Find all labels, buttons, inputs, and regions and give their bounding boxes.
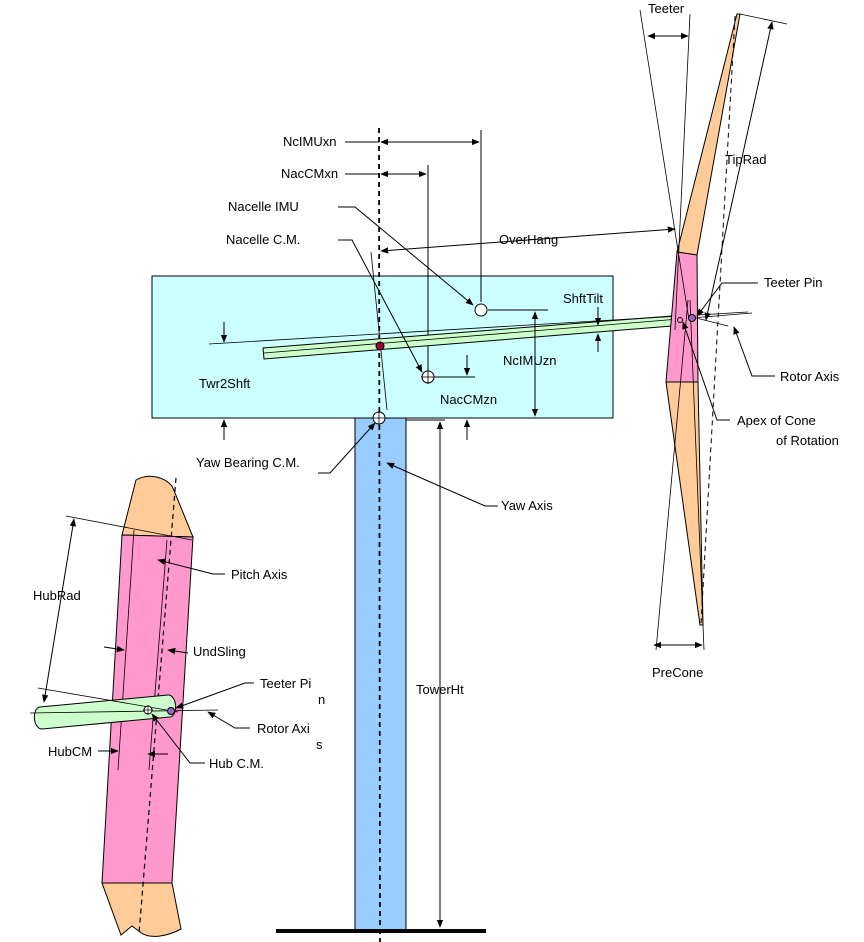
inset-rotor-axis-leader (207, 711, 250, 729)
shaft-axis-line (263, 312, 753, 354)
tiprad-extension (739, 13, 788, 25)
naccmxn-label: NacCMxn (281, 166, 338, 181)
apex-dot (677, 317, 683, 323)
tiprad-dimension (704, 21, 774, 321)
rotor-axis-leader (733, 326, 775, 377)
rotor-axis-label: Rotor Axis (780, 369, 840, 384)
overhang-label: OverHang (499, 232, 558, 247)
inset-teeter-pin-label-b: n (318, 692, 325, 707)
inset-hubrad-extension (65, 515, 193, 541)
naccmzn-label: NacCMzn (440, 392, 497, 407)
nacelle-imu-leader (338, 206, 474, 306)
nacelle-cm-label: Nacelle C.M. (226, 232, 300, 247)
teeter-pin-label: Teeter Pin (764, 275, 823, 290)
pitch-axis-label: Pitch Axis (231, 567, 288, 582)
inset-rotor-axis-label-b: s (316, 737, 323, 752)
apex-leader (682, 321, 730, 421)
rotor-vertical-reference-1 (639, 9, 690, 321)
undsling-arrow-right (167, 647, 189, 655)
overhang-dimension (380, 226, 676, 254)
hub-cm-leader (151, 713, 205, 764)
inset-blade-top (121, 475, 194, 538)
towerht-label: TowerHt (416, 682, 464, 697)
teeter-pin-dot (688, 314, 696, 322)
hubrad-dimension (42, 518, 76, 703)
yaw-axis-leader (386, 462, 498, 507)
teeter-pin-leader (696, 282, 758, 317)
inset-teeter-pin-leader (175, 682, 254, 709)
apex-label-line2: of Rotation (776, 433, 839, 448)
yaw-bearing-cm-label: Yaw Bearing C.M. (196, 455, 300, 470)
inset-rotor-axis-line (29, 709, 219, 714)
inset-teeter-pin-label-a: Teeter Pi (260, 676, 311, 691)
lower-blade (665, 381, 704, 626)
overhang-reference (370, 251, 388, 411)
hub-cm-label: Hub C.M. (209, 756, 264, 771)
ncimuxn-label: NcIMUxn (283, 134, 336, 149)
teeter-label: Teeter (648, 1, 685, 16)
hub-inset (29, 475, 219, 937)
pitch-axis-leader (157, 558, 225, 575)
hubcm-label: HubCM (48, 744, 92, 759)
nacelle-cm-leader (338, 239, 423, 373)
precone-label: PreCone (652, 665, 703, 680)
tower (354, 417, 407, 931)
inset-hub-edge-2 (148, 539, 168, 771)
inset-rotor-axis-label-a: Rotor Axi (257, 721, 310, 736)
inset-hub-edge-1 (117, 529, 135, 771)
nacelle-imu-marker (474, 303, 488, 317)
ncimuzn-label: NcIMUzn (503, 353, 556, 368)
shaft-tower-cm-dot (375, 341, 385, 351)
nacelle-cm-marker (421, 370, 435, 384)
nacelle-imu-label: Nacelle IMU (228, 199, 299, 214)
twr2shft-label: Twr2Shft (199, 376, 251, 391)
inset-hub-cm-marker (143, 705, 153, 715)
undsling-arrow-left (103, 645, 125, 653)
tower-base (276, 929, 486, 933)
undsling-label: UndSling (193, 644, 246, 659)
apex-label-line1: Apex of Cone (737, 413, 816, 428)
yaw-axis-label: Yaw Axis (501, 498, 553, 513)
yaw-axis-line (378, 127, 381, 942)
tiprad-label: TipRad (725, 152, 766, 167)
upper-blade (676, 13, 741, 256)
yaw-bearing-cm-marker (372, 411, 386, 425)
shfttilt-label: ShftTilt (563, 291, 603, 306)
yaw-bearing-leader (318, 422, 376, 474)
horizontal-reference-line (208, 311, 749, 345)
rotor-vertical-reference-4 (689, 299, 705, 651)
hubrad-label: HubRad (33, 588, 81, 603)
rotor-vertical-reference-2 (674, 13, 691, 331)
inset-teeter-pin-dot (167, 707, 175, 715)
rotor-vertical-reference-3 (655, 299, 689, 651)
